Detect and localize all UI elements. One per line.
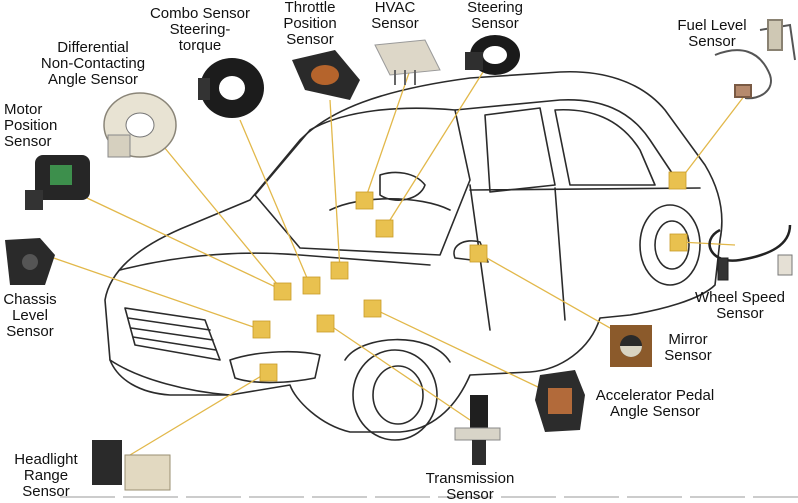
label-mirror-sensor: Mirror Sensor <box>664 331 712 364</box>
mirror-sensor-image <box>610 325 652 367</box>
marker-diff <box>273 282 292 301</box>
hvac-sensor-image <box>374 39 441 85</box>
label-headlight-range-sensor: Headlight Range Sensor <box>14 451 78 500</box>
marker-mirror <box>469 244 488 263</box>
sensor-images <box>5 19 796 491</box>
marker-hvac <box>355 191 374 210</box>
steering-sensor-image <box>465 35 520 75</box>
marker-headlight <box>259 363 278 382</box>
marker-trans <box>316 314 335 333</box>
label-wheel-speed-sensor: Wheel Speed Sensor <box>694 289 786 322</box>
label-combo-sensor: Combo Sensor Steering- torque <box>149 5 251 54</box>
marker-throttle <box>330 261 349 280</box>
marker-accel <box>363 299 382 318</box>
motor-position-sensor-image <box>25 155 90 210</box>
accelerator-sensor-image <box>535 370 585 432</box>
label-throttle-sensor: Throttle Position Sensor <box>283 0 337 48</box>
chassis-level-sensor-image <box>5 238 55 285</box>
throttle-sensor-image <box>292 50 360 100</box>
fuel-level-sensor-image <box>714 19 796 100</box>
label-chassis-level-sensor: Chassis Level Sensor <box>3 291 57 340</box>
differential-sensor-image <box>103 92 177 158</box>
label-motor-position-sensor: Motor Position Sensor <box>4 101 58 150</box>
label-fuel-level-sensor: Fuel Level Sensor <box>677 17 747 50</box>
label-differential-sensor: Differential Non-Contacting Angle Sensor <box>40 39 146 88</box>
headlight-range-sensor-image <box>92 440 171 491</box>
car-outline <box>104 70 723 441</box>
marker-combo <box>302 276 321 295</box>
marker-steering <box>375 219 394 238</box>
label-transmission-sensor: Transmission Sensor <box>425 470 515 503</box>
wheel-speed-sensor-image <box>708 224 793 281</box>
marker-fuel <box>668 171 687 190</box>
label-steering-sensor: Steering Sensor <box>467 0 523 32</box>
sensor-markers <box>252 171 688 382</box>
marker-wheel <box>669 233 688 252</box>
marker-chassis <box>252 320 271 339</box>
label-accelerator-sensor: Accelerator Pedal Angle Sensor <box>595 387 715 420</box>
combo-sensor-image <box>198 58 264 118</box>
transmission-sensor-image <box>454 395 501 465</box>
label-hvac-sensor: HVAC Sensor <box>371 0 419 32</box>
